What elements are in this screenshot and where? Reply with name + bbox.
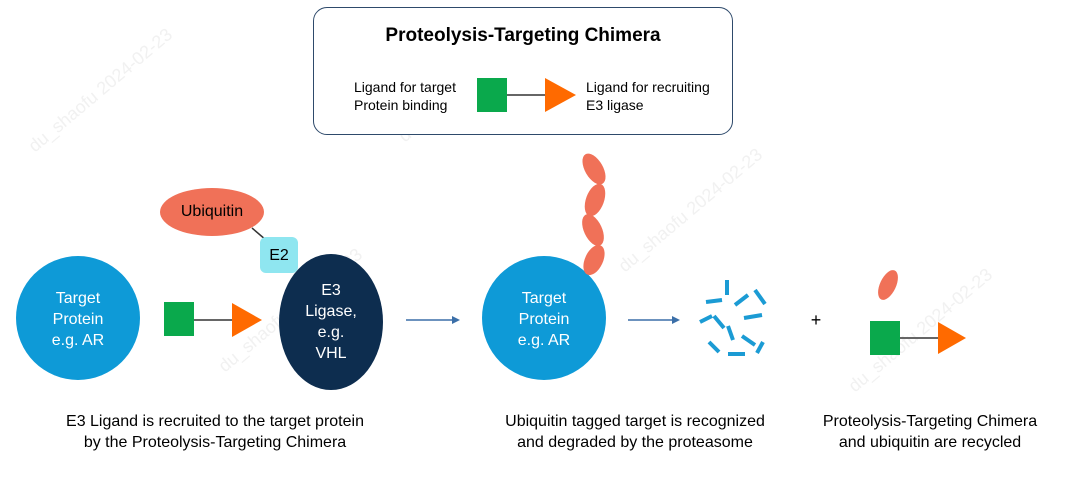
ubiquitin-label: Ubiquitin: [180, 203, 244, 220]
target-protein-label-1: Target Protein e.g. AR: [51, 290, 105, 349]
ubiquitin-ellipse: [160, 188, 264, 236]
e2-label: E2: [269, 247, 289, 264]
legend-target-ligand-label: Ligand for target Protein binding: [354, 79, 456, 113]
e3-ligase-label: E3 Ligase, e.g. VHL: [305, 282, 357, 362]
target-protein-label-2: Target Protein e.g. AR: [517, 290, 571, 349]
e3-ligase-ellipse: [279, 254, 383, 390]
protein-fragments-icon: [699, 280, 767, 356]
target-protein-circle-1: [16, 256, 140, 380]
target-protein-circle-2: [482, 256, 606, 380]
process-arrow-2: [628, 316, 680, 324]
protac-icon-recycled: [870, 321, 966, 355]
legend-protac-icon: [477, 78, 576, 112]
step2-caption: Ubiquitin tagged target is recognized an…: [505, 413, 765, 451]
protac-icon-1: [164, 302, 262, 337]
legend-title: Proteolysis-Targeting Chimera: [385, 25, 661, 46]
e2-box: [260, 237, 298, 273]
step1-caption: E3 Ligand is recruited to the target pro…: [66, 413, 364, 451]
legend-box: Proteolysis-Targeting Chimera Ligand for…: [313, 7, 733, 135]
ubiquitin-chain: [582, 153, 606, 275]
recycled-ubiquitin: [878, 270, 898, 300]
plus-sign: +: [810, 310, 822, 330]
process-arrow-1: [406, 316, 460, 324]
legend-e3-ligand-label: Ligand for recruiting E3 ligase: [586, 79, 710, 113]
step3-caption: Proteolysis-Targeting Chimera and ubiqui…: [822, 413, 1038, 451]
